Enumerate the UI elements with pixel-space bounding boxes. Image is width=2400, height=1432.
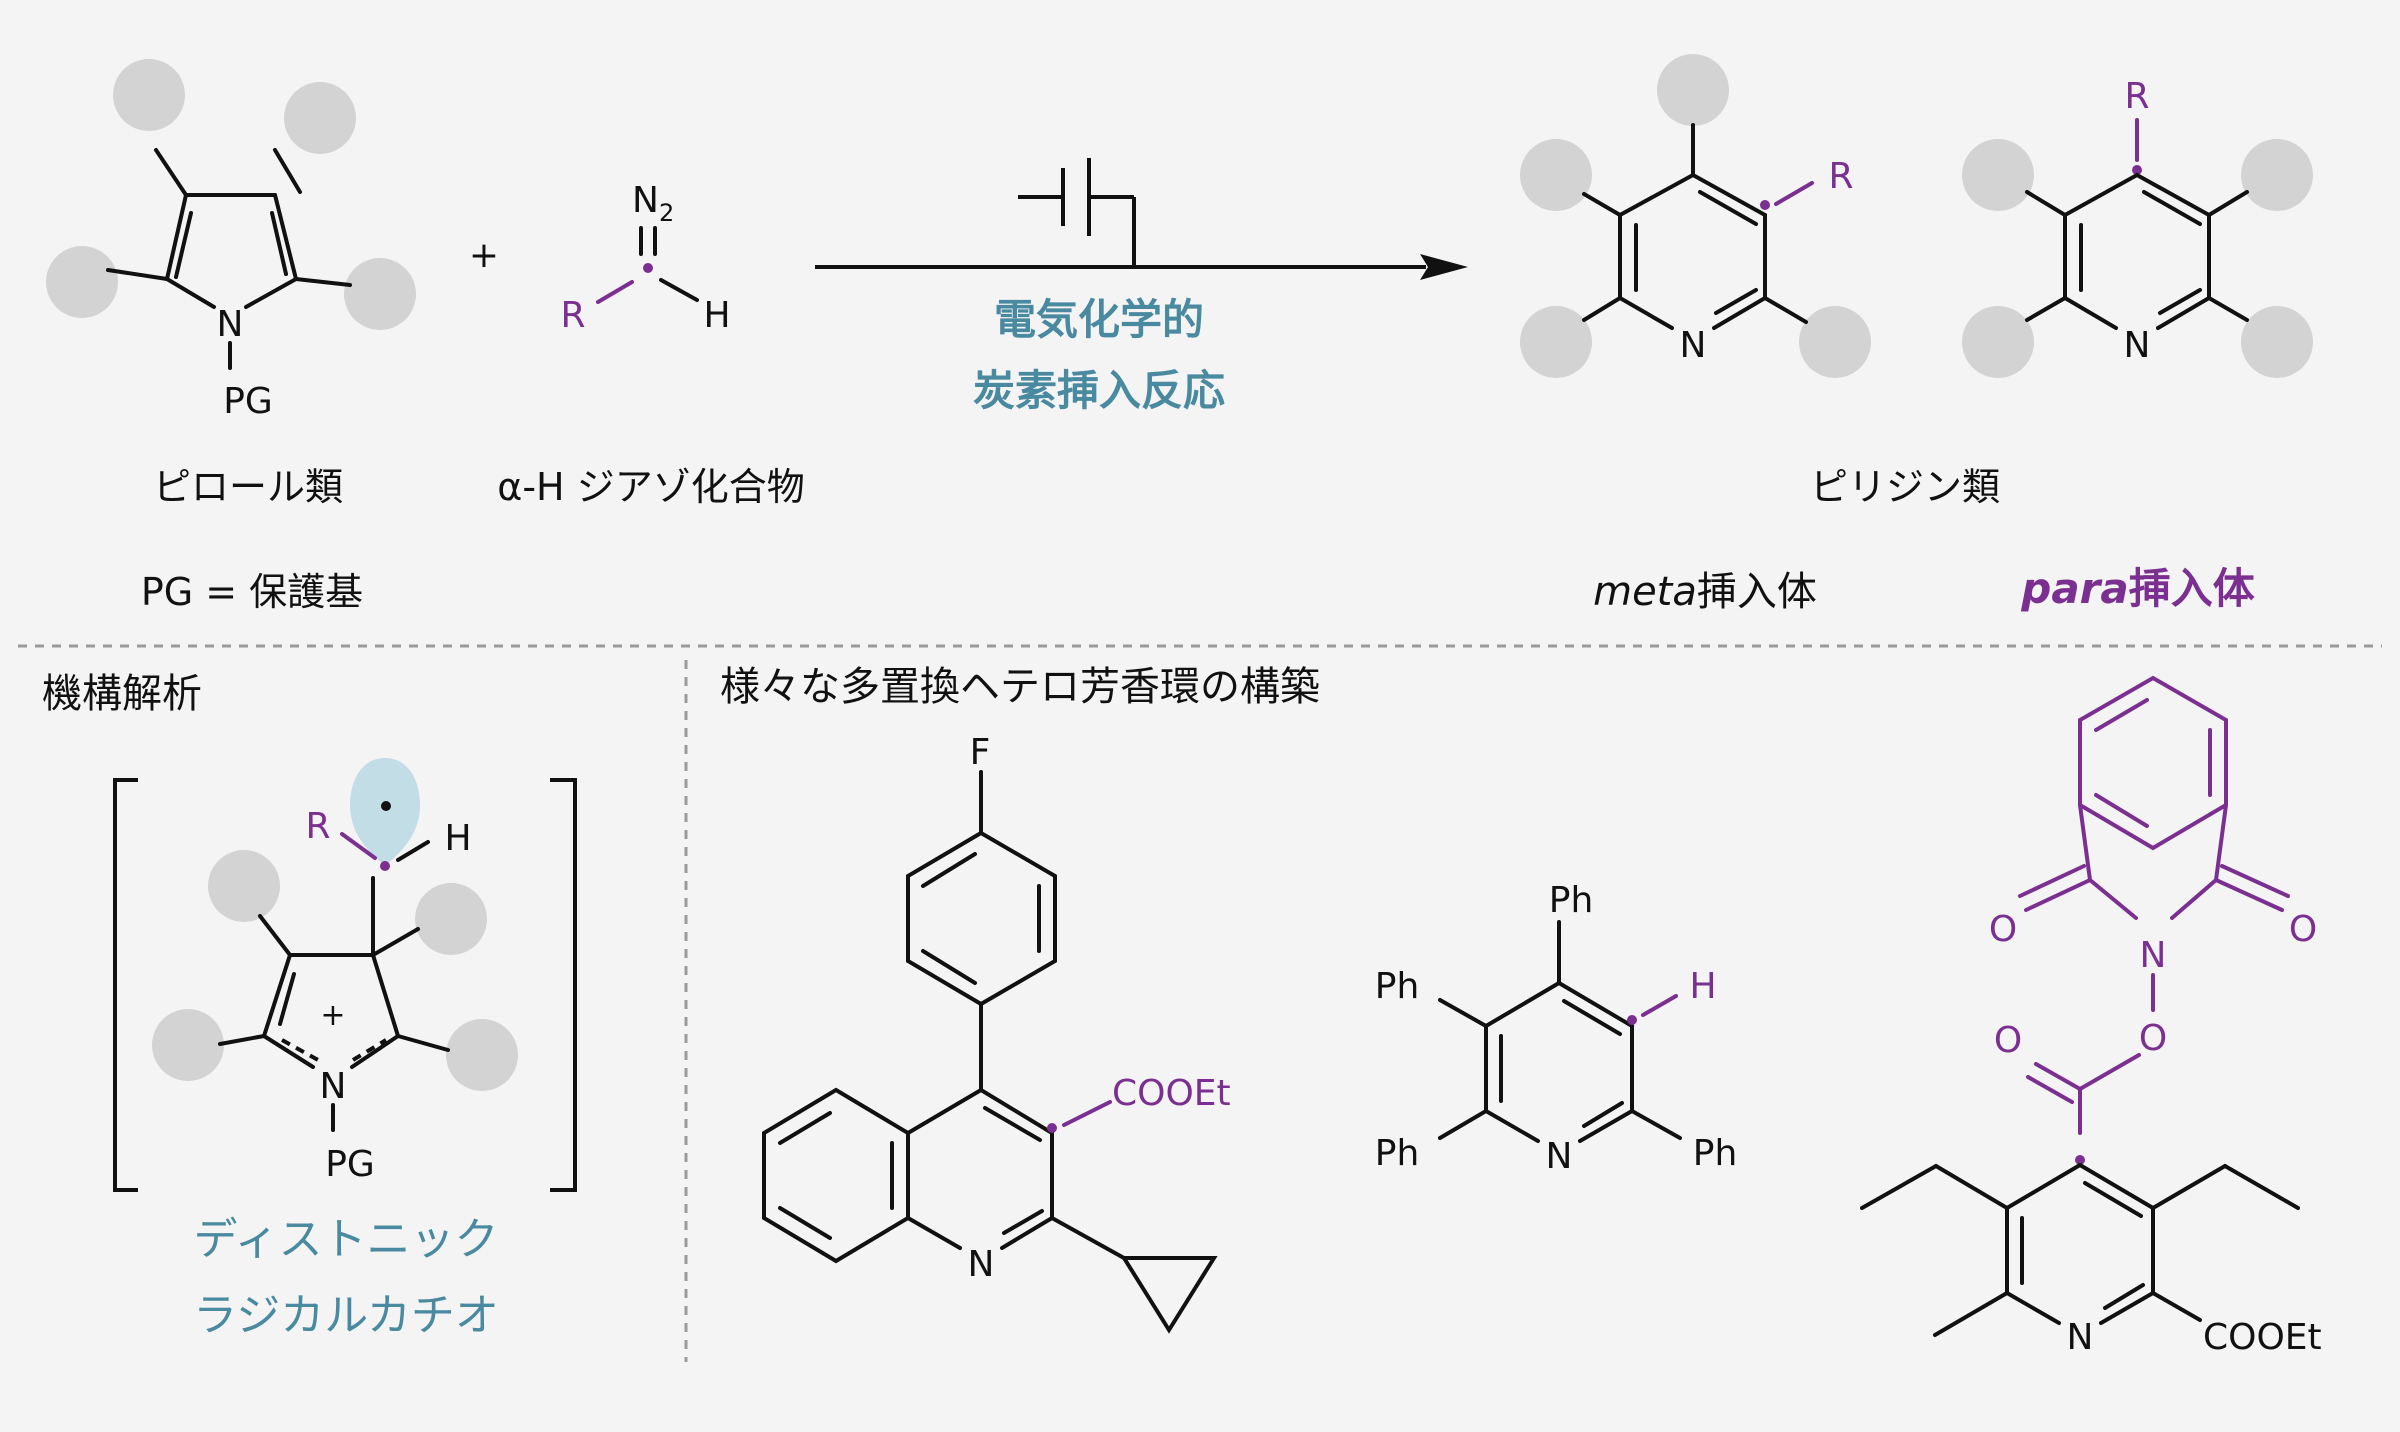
phenyl-label: Ph [1549, 880, 1594, 921]
para-nitrogen: N [2124, 325, 2151, 366]
carbonyl-oxygen: O [1989, 909, 2017, 950]
substituent-dot [46, 246, 118, 318]
fluoro-label: F [970, 732, 991, 773]
plus-sign: + [469, 235, 499, 276]
imide-nitrogen: N [2140, 935, 2167, 976]
para-pyridine-structure: R N [1962, 76, 2313, 378]
protecting-group-note: PG = 保護基 [141, 570, 363, 614]
diazo-hydrogen: H [703, 295, 730, 336]
para-r-group: R [2124, 76, 2149, 117]
diazo-structure: N2 R H [560, 180, 730, 336]
mechanism-hydrogen: H [444, 818, 471, 859]
mechanism-title: 機構解析 [42, 671, 202, 717]
substituent-dot [113, 59, 185, 131]
mechanism-nitrogen: N [320, 1066, 347, 1107]
mechanism-caption-line2: ラジカルカチオ [193, 1290, 499, 1341]
orbital-lobe [350, 758, 420, 866]
pyrrole-protecting-group: PG [223, 381, 273, 422]
carbonyl-oxygen: O [1994, 1020, 2022, 1061]
electrode-icon [1018, 158, 1136, 267]
substituent-dot [344, 258, 416, 330]
carbonyl-oxygen: O [2289, 909, 2317, 950]
para-product-label: para挿入体 [2020, 564, 2254, 613]
diazo-label: α-H ジアゾ化合物 [497, 465, 804, 509]
phenyl-pyridine-structure: Ph Ph H Ph Ph N [1375, 880, 1738, 1177]
reaction-condition-line2: 炭素挿入反応 [973, 366, 1225, 415]
radical-cation-structure: R H + N PG [113, 758, 577, 1192]
pyrrole-nitrogen: N [217, 304, 244, 345]
substituent-dot [284, 82, 356, 154]
meta-product-label: meta挿入体 [1593, 569, 1817, 615]
cation-charge: + [320, 998, 345, 1033]
pyrrole-label: ピロール類 [153, 465, 343, 509]
reaction-arrow: 電気化学的 炭素挿入反応 [815, 158, 1468, 415]
meta-pyridine-structure: R N [1520, 54, 1871, 378]
phenyl-label: Ph [1693, 1133, 1738, 1174]
diazo-r-group: R [560, 295, 585, 336]
pyridine-nitrogen: N [2067, 1317, 2094, 1358]
reaction-condition-line1: 電気化学的 [994, 295, 1204, 344]
mechanism-protecting-group: PG [325, 1144, 375, 1185]
quinoline-ester: COOEt [1112, 1073, 1231, 1114]
scope-title: 様々な多置換ヘテロ芳香環の構築 [720, 664, 1320, 710]
ester-oxygen: O [2139, 1018, 2167, 1059]
meta-r-group: R [1828, 156, 1853, 197]
pyridine-nitrogen: N [1546, 1136, 1573, 1177]
diazo-n2: N2 [632, 180, 674, 227]
hydrogen-label: H [1689, 966, 1716, 1007]
phenyl-label: Ph [1375, 1133, 1420, 1174]
pyridine-label: ピリジン類 [1810, 465, 2000, 509]
mechanism-caption-line1: ディストニック [194, 1214, 499, 1265]
meta-nitrogen: N [1680, 325, 1707, 366]
quinoline-nitrogen: N [968, 1244, 995, 1285]
pyrrole-structure: N PG [46, 59, 416, 422]
quinoline-structure: F COOEt N [762, 732, 1231, 1334]
phenyl-label: Ph [1375, 966, 1420, 1007]
pyridine-ester: COOEt [2203, 1317, 2322, 1358]
phthalimide-pyridine-structure: O O N O O N COOEt [1860, 675, 2322, 1358]
mechanism-r-group: R [305, 806, 330, 847]
